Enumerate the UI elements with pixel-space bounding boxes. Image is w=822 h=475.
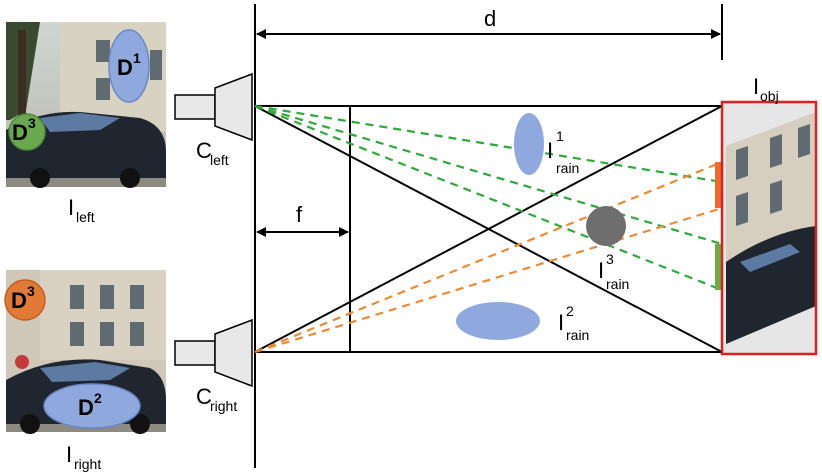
d3-left-label: D [12, 120, 28, 145]
c-right-sub: right [210, 398, 237, 414]
rain-drop-1: I 1 rain [514, 113, 579, 176]
d2-label: D [78, 395, 94, 420]
rain1-sup: 1 [556, 128, 564, 144]
d3-right-drop: D 3 [4, 279, 46, 321]
i-obj-sub: obj [760, 88, 779, 104]
cross-line-2 [254, 105, 723, 353]
rain-drop-3: I 3 rain [586, 206, 629, 292]
orange-segment [715, 162, 723, 208]
d1-drop: D 1 [108, 29, 150, 103]
i-left-caption: I left [68, 195, 95, 225]
d-label: d [484, 6, 496, 31]
c-right-label: C [196, 384, 212, 409]
d3-right-label: D [11, 288, 27, 313]
d2-sup: 2 [94, 390, 102, 406]
i-obj-caption: I obj [753, 74, 779, 104]
f-label: f [296, 202, 303, 227]
d3-left-sup: 3 [28, 115, 36, 131]
object-image [720, 100, 818, 356]
d2-drop: D 2 [43, 383, 141, 429]
rain3-label: I [598, 258, 604, 283]
i-right-sub: right [74, 456, 101, 472]
rain1-label: I [547, 138, 553, 163]
camera-right: C right [174, 318, 253, 414]
i-right-caption: I right [66, 442, 101, 472]
object-image-frame [720, 100, 818, 356]
rain2-sup: 2 [566, 303, 574, 319]
rain3-sub: rain [606, 276, 629, 292]
i-left-sub: left [76, 209, 95, 225]
i-right-label: I [66, 442, 72, 467]
d1-sup: 1 [133, 50, 141, 66]
i-left-label: I [68, 195, 74, 220]
orange-rays [254, 160, 723, 354]
d1-label: D [117, 55, 133, 80]
d3-left-drop: D 3 [8, 113, 46, 151]
camera-left: C left [174, 72, 253, 168]
rain-drop-2: I 2 rain [456, 302, 589, 343]
green-rays [254, 104, 723, 292]
d3-right-sup: 3 [27, 283, 35, 299]
c-left-label: C [196, 138, 212, 163]
c-left-sub: left [210, 152, 229, 168]
rain2-sub: rain [566, 327, 589, 343]
green-segment [715, 244, 723, 290]
rain1-sub: rain [556, 160, 579, 176]
rain2-label: I [558, 310, 564, 335]
i-obj-label: I [753, 74, 759, 99]
rain3-sup: 3 [606, 251, 614, 267]
